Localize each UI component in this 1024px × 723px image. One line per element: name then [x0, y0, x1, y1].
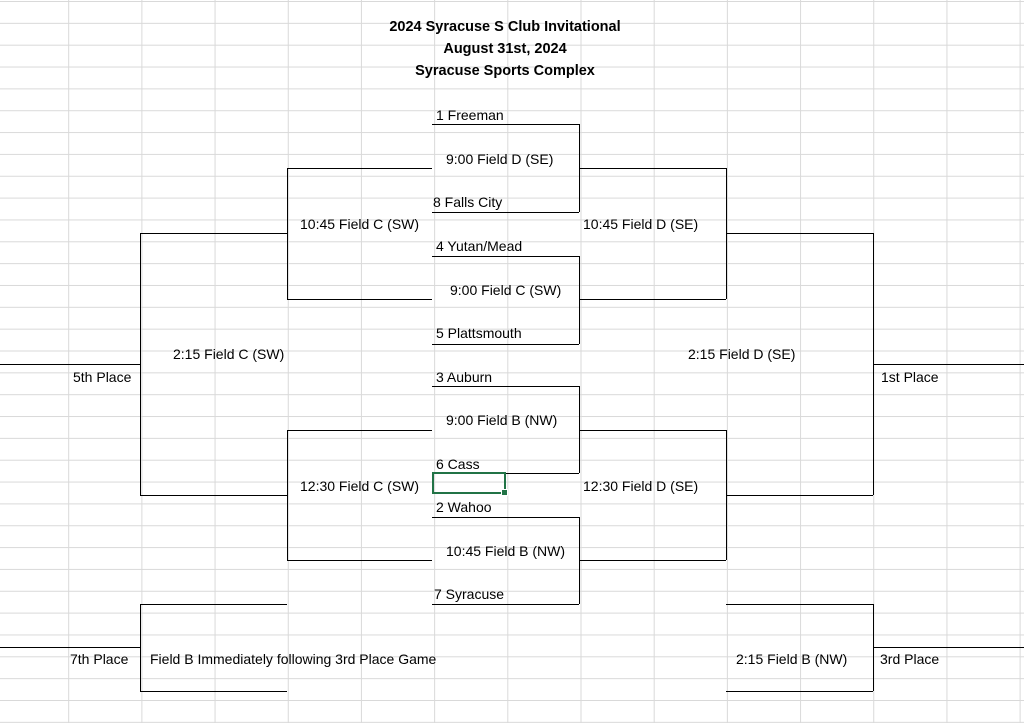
semi-bottom-right-label: 12:30 Field D (SE): [583, 478, 699, 494]
tournament-venue: Syracuse Sports Complex: [415, 63, 595, 79]
seventh-place-label: 7th Place: [70, 651, 129, 667]
team-seed-8: 8 Falls City: [433, 194, 503, 210]
team-seed-5: 5 Plattsmouth: [436, 325, 522, 341]
semi-top-right-label: 10:45 Field D (SE): [583, 216, 699, 232]
game-1v8-label: 9:00 Field D (SE): [446, 151, 554, 167]
final-right-label: 2:15 Field D (SE): [688, 346, 796, 362]
tournament-title: 2024 Syracuse S Club Invitational: [389, 19, 621, 35]
team-seed-1: 1 Freeman: [436, 107, 504, 123]
team-seed-7: 7 Syracuse: [434, 586, 505, 602]
first-place-label: 1st Place: [881, 369, 939, 385]
team-seed-2: 2 Wahoo: [436, 499, 492, 515]
game-2v7-label: 10:45 Field B (NW): [446, 543, 566, 559]
selected-cell[interactable]: [432, 472, 508, 496]
game-4v5-label: 9:00 Field C (SW): [450, 282, 562, 298]
third-place-label: 3rd Place: [880, 651, 940, 667]
third-place-game-label: 2:15 Field B (NW): [736, 651, 848, 667]
team-seed-3: 3 Auburn: [436, 369, 493, 385]
semi-top-left-label: 10:45 Field C (SW): [300, 216, 420, 232]
team-seed-6: 6 Cass: [436, 456, 480, 472]
tournament-date: August 31st, 2024: [443, 41, 567, 57]
team-seed-4: 4 Yutan/Mead: [436, 238, 523, 254]
semi-bottom-left-label: 12:30 Field C (SW): [300, 478, 420, 494]
fill-handle[interactable]: [501, 489, 508, 496]
fifth-place-label: 5th Place: [73, 369, 132, 385]
seventh-place-game-label: Field B Immediately following 3rd Place …: [150, 651, 437, 667]
final-left-label: 2:15 Field C (SW): [173, 346, 285, 362]
game-3v6-label: 9:00 Field B (NW): [446, 412, 558, 428]
